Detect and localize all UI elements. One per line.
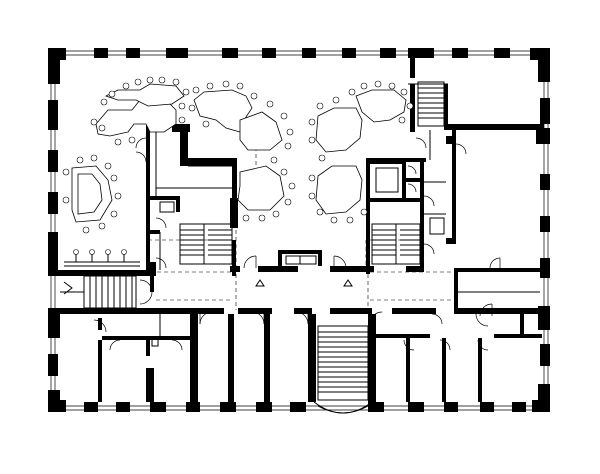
- workstation-cluster-left: [90, 76, 190, 146]
- stair-left-side: [60, 275, 137, 309]
- meeting-table-left: [62, 154, 122, 234]
- stair-main-entrance: [313, 325, 373, 414]
- workstation-cluster-center-right: [308, 80, 414, 224]
- door-swings: [93, 137, 501, 351]
- partitions: [155, 83, 540, 336]
- stair-right-core: [371, 223, 421, 265]
- interior-walls: [56, 52, 544, 402]
- stair-top-right: [417, 81, 445, 127]
- bench-row: [64, 249, 140, 267]
- fixtures: [151, 167, 445, 347]
- exterior-walls: [48, 48, 550, 412]
- stair-left-core: [179, 223, 233, 265]
- elevator-shaft: [278, 250, 322, 266]
- lobby-markers: [255, 279, 353, 287]
- workstation-cluster-center-left: [188, 80, 296, 222]
